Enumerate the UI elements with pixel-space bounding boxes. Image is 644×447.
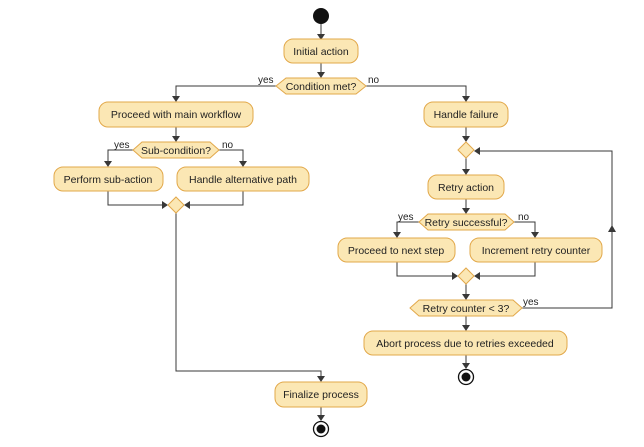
guard-sub-yes: yes (114, 140, 130, 151)
decision-condition-met-label: Condition met? (286, 81, 357, 93)
edge-abort-to-end (462, 355, 470, 369)
edge-condition-yes (172, 85, 276, 102)
action-initial: Initial action (283, 38, 359, 64)
edge-retry-to-check (462, 199, 470, 214)
edge-subaction-to-merge (107, 191, 168, 209)
action-proceed-next-step: Proceed to next step (337, 237, 456, 263)
decision-retry-counter-label: Retry counter < 3? (423, 303, 510, 315)
action-proceed-main: Proceed with main workflow (98, 101, 254, 128)
edge-sub-yes (104, 149, 133, 167)
action-retry-label: Retry action (438, 182, 494, 194)
action-proceed-next-step-label: Proceed to next step (348, 245, 444, 257)
action-finalize-process: Finalize process (274, 381, 368, 408)
decision-sub-condition: Sub-condition? (132, 141, 220, 159)
decision-retry-successful: Retry successful? (418, 213, 515, 231)
loop-diamond (457, 141, 475, 159)
edge-initial-to-condition (317, 62, 325, 78)
edge-start-to-initial (317, 24, 325, 40)
edge-loop-to-retry (462, 158, 470, 175)
edge-counter-to-abort (462, 316, 470, 331)
decision-retry-successful-label: Retry successful? (425, 217, 508, 229)
action-proceed-main-label: Proceed with main workflow (111, 109, 242, 121)
action-retry: Retry action (427, 174, 505, 200)
end-node-retry (457, 368, 475, 386)
action-handle-failure-label: Handle failure (434, 109, 499, 121)
action-increment-retry: Increment retry counter (469, 237, 603, 263)
guard-retry-no: no (518, 212, 530, 223)
action-abort-process-label: Abort process due to retries exceeded (376, 338, 554, 350)
action-finalize-process-label: Finalize process (283, 389, 359, 401)
decision-sub-condition-label: Sub-condition? (141, 145, 211, 157)
action-abort-process: Abort process due to retries exceeded (363, 330, 568, 356)
guard-condition-yes: yes (258, 75, 274, 86)
guard-counter-yes: yes (523, 297, 539, 308)
edge-merge-to-finalize (175, 213, 325, 382)
action-handle-failure: Handle failure (423, 101, 509, 128)
merge-diamond-right (457, 267, 475, 285)
edge-retry-no (514, 221, 539, 238)
edge-merge-to-counter (462, 284, 470, 300)
edge-finalize-to-end (317, 407, 325, 421)
edge-counter-yes-loop (474, 147, 616, 309)
decision-retry-counter: Retry counter < 3? (409, 299, 523, 317)
edge-retry-yes (393, 221, 419, 238)
guard-sub-no: no (222, 140, 234, 151)
edge-next-to-merge (396, 262, 458, 280)
edge-sub-no (219, 149, 247, 167)
edge-main-to-subcondition (172, 127, 180, 142)
action-initial-label: Initial action (293, 46, 349, 58)
edge-condition-no (366, 85, 470, 102)
decision-condition-met: Condition met? (275, 77, 367, 95)
action-perform-sub-action: Perform sub-action (53, 166, 164, 192)
action-increment-retry-label: Increment retry counter (482, 245, 591, 257)
merge-diamond-left (167, 196, 185, 214)
edge-alternative-to-merge (184, 191, 244, 209)
action-handle-alternative-label: Handle alternative path (189, 174, 297, 186)
action-handle-alternative: Handle alternative path (176, 166, 310, 192)
action-perform-sub-action-label: Perform sub-action (64, 174, 153, 186)
edge-failure-to-loop (462, 127, 470, 142)
start-node (313, 8, 329, 24)
guard-retry-yes: yes (398, 212, 414, 223)
end-node-main (312, 420, 330, 438)
edge-increment-to-merge (474, 262, 536, 280)
guard-condition-no: no (368, 75, 380, 86)
